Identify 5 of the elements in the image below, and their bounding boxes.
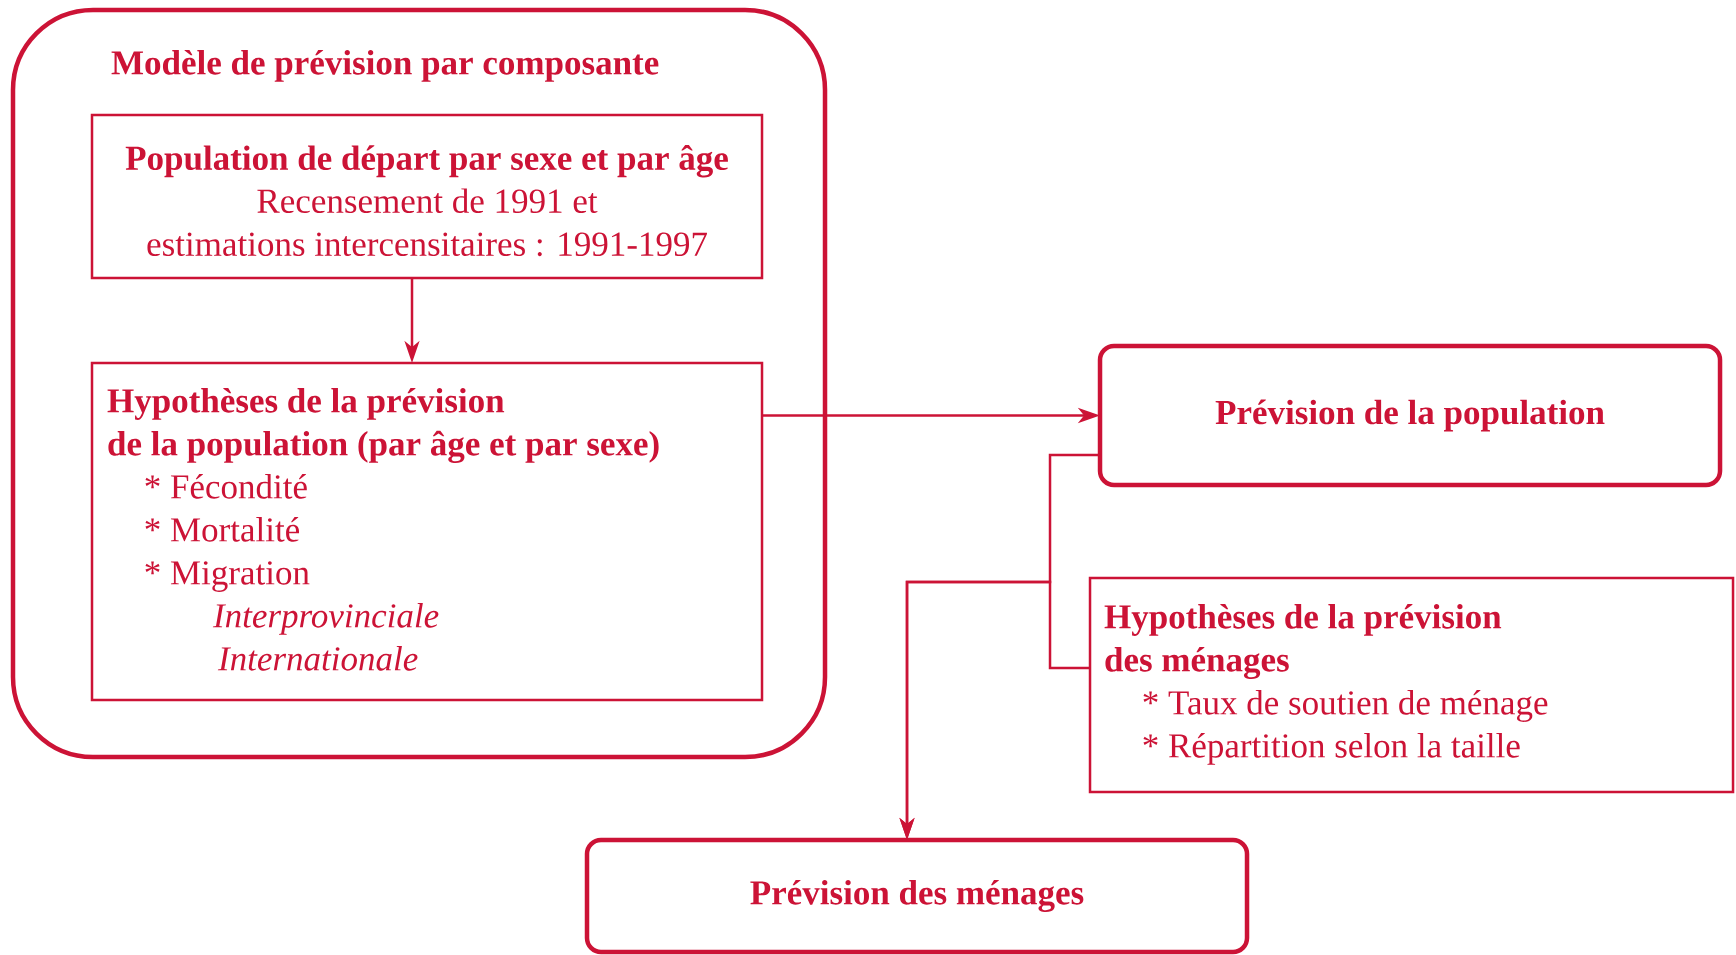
result-box: Prévision des ménages	[584, 837, 1250, 955]
process-box: Hypothèses de la prévision des ménages * Taux de soutien de ménage * Répartition selon la taille	[1088, 576, 1735, 794]
process-box: Hypothèses de la prévision de la population (par âge et par sexe) * Fécondité * Mortalité * Migration Interprovinciale Internationale	[90, 361, 764, 702]
result-box: Prévision de la population	[1097, 343, 1723, 488]
process-box: Population de départ par sexe et par âge Recensement de 1991 et estimations intercensitaires : 1991-1997	[90, 113, 764, 280]
